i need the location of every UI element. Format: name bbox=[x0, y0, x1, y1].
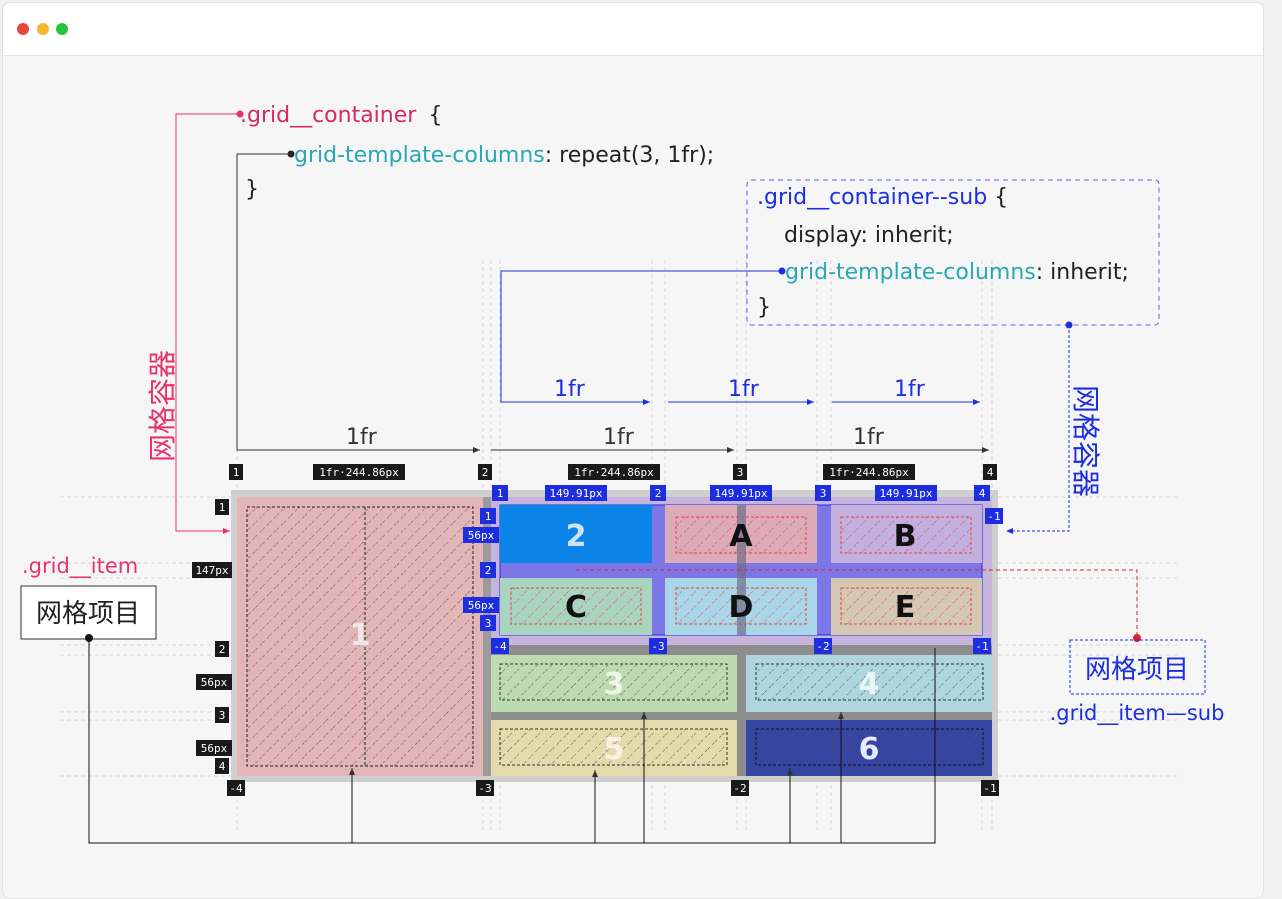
svg-text:56px: 56px bbox=[468, 529, 495, 542]
svg-text:4: 4 bbox=[987, 466, 994, 479]
code-line-2: grid-template-columns: repeat(3, 1fr); bbox=[294, 143, 714, 168]
svg-text:56px: 56px bbox=[201, 676, 228, 689]
svg-text:-3: -3 bbox=[651, 640, 664, 653]
svg-text:2: 2 bbox=[655, 487, 662, 500]
close-button[interactable] bbox=[17, 23, 29, 35]
svg-text:-4: -4 bbox=[493, 640, 507, 653]
minimize-button[interactable] bbox=[37, 23, 49, 35]
subgrid-container: 2 A B C D E bbox=[491, 497, 1141, 645]
svg-text:4: 4 bbox=[219, 760, 226, 773]
svg-text:1: 1 bbox=[350, 618, 371, 653]
title-bar bbox=[3, 3, 1263, 56]
svg-text:149.91px: 149.91px bbox=[715, 487, 768, 500]
label-grid-item-sub-box bbox=[1069, 639, 1206, 695]
label-grid-item-sub-class: .grid__item—sub bbox=[1050, 701, 1225, 726]
svg-text:149.91px: 149.91px bbox=[880, 487, 933, 500]
svg-text:149.91px: 149.91px bbox=[550, 487, 603, 500]
label-grid-container: 网格容器 bbox=[146, 350, 179, 462]
svg-text:4: 4 bbox=[979, 487, 986, 500]
svg-text:1fr: 1fr bbox=[554, 377, 586, 402]
svg-text:-1: -1 bbox=[983, 782, 996, 795]
svg-text:网格项目: 网格项目 bbox=[36, 599, 140, 629]
svg-text:2: 2 bbox=[566, 519, 587, 554]
svg-text:-2: -2 bbox=[816, 640, 829, 653]
svg-text:4: 4 bbox=[859, 667, 880, 702]
svg-text:1: 1 bbox=[485, 510, 492, 523]
code-brace-close: } bbox=[245, 177, 259, 202]
grid-item-6: 6 bbox=[746, 720, 992, 776]
subgrid-item-2 bbox=[500, 505, 652, 563]
svg-text:网格项目: 网格项目 bbox=[1085, 655, 1189, 685]
subgrid-item-c: C bbox=[565, 590, 587, 625]
svg-text:3: 3 bbox=[737, 466, 744, 479]
svg-text:3: 3 bbox=[485, 617, 492, 630]
grid-item-1: 1 bbox=[237, 497, 483, 776]
svg-text:1fr·244.86px: 1fr·244.86px bbox=[574, 466, 654, 479]
code-line-1: .grid__container { bbox=[240, 103, 442, 128]
svg-text:-2: -2 bbox=[733, 782, 746, 795]
code-selector: .grid__container bbox=[240, 103, 417, 128]
label-grid-container-sub: 网格容器 bbox=[1069, 385, 1102, 497]
code-main: .grid__container { grid-template-columns:… bbox=[236, 103, 714, 202]
maximize-button[interactable] bbox=[56, 23, 68, 35]
label-grid-item-box bbox=[20, 585, 157, 640]
grid-item-5: 5 bbox=[491, 720, 737, 776]
svg-text:5: 5 bbox=[604, 732, 625, 767]
svg-text:2: 2 bbox=[482, 466, 489, 479]
subgrid-item-a: A bbox=[729, 519, 753, 554]
svg-text:1fr·244.86px: 1fr·244.86px bbox=[319, 466, 399, 479]
svg-text:grid-template-columns: inherit: grid-template-columns: inherit; bbox=[785, 260, 1129, 285]
subgrid-item-e: E bbox=[895, 590, 916, 625]
svg-text:3: 3 bbox=[820, 487, 827, 500]
svg-text:-4: -4 bbox=[229, 782, 243, 795]
svg-text:1fr: 1fr bbox=[853, 425, 885, 450]
svg-text:3: 3 bbox=[219, 709, 226, 722]
svg-text:6: 6 bbox=[859, 732, 880, 767]
code-property: grid-template-columns bbox=[294, 143, 545, 168]
svg-text:1fr: 1fr bbox=[894, 377, 926, 402]
svg-text:1fr: 1fr bbox=[346, 425, 378, 450]
svg-text:-1: -1 bbox=[975, 640, 988, 653]
code-sub-box bbox=[746, 179, 1160, 326]
subgrid-item-b: B bbox=[894, 519, 917, 554]
subgrid-line-tags: 1 2 3 4 149.91px 149.91px 149.91px 1 2 3… bbox=[463, 485, 1003, 654]
svg-text:-3: -3 bbox=[478, 782, 491, 795]
svg-text:2: 2 bbox=[219, 643, 226, 656]
label-grid-item-class: .grid__item bbox=[22, 554, 138, 579]
svg-text:.grid__container--sub {: .grid__container--sub { bbox=[757, 185, 1008, 210]
svg-text:1fr: 1fr bbox=[603, 425, 635, 450]
svg-text:1: 1 bbox=[497, 487, 504, 500]
svg-text:3: 3 bbox=[604, 667, 625, 702]
subgrid-item-d: D bbox=[729, 590, 754, 625]
svg-text:display: inherit;: display: inherit; bbox=[784, 223, 954, 248]
svg-text:1: 1 bbox=[219, 501, 226, 514]
grid-item-4: 4 bbox=[746, 655, 992, 712]
svg-text:1fr: 1fr bbox=[728, 377, 760, 402]
grid-item-3: 3 bbox=[491, 655, 737, 712]
grid-line-tags: 1 2 3 4 1fr·244.86px 1fr·244.86px 1fr·24… bbox=[192, 464, 999, 796]
svg-text:1: 1 bbox=[233, 466, 240, 479]
code-sub: .grid__container--sub { display: inherit… bbox=[757, 185, 1129, 320]
svg-text:56px: 56px bbox=[468, 599, 495, 612]
fr-labels: 1fr 1fr 1fr 1fr 1fr 1fr bbox=[346, 377, 926, 450]
code-brace: { bbox=[428, 103, 442, 128]
svg-text:56px: 56px bbox=[201, 742, 228, 755]
svg-text:}: } bbox=[757, 295, 771, 320]
svg-text:2: 2 bbox=[485, 564, 492, 577]
svg-text:1fr·244.86px: 1fr·244.86px bbox=[829, 466, 909, 479]
svg-text:-1: -1 bbox=[987, 510, 1000, 523]
svg-text:147px: 147px bbox=[195, 564, 228, 577]
